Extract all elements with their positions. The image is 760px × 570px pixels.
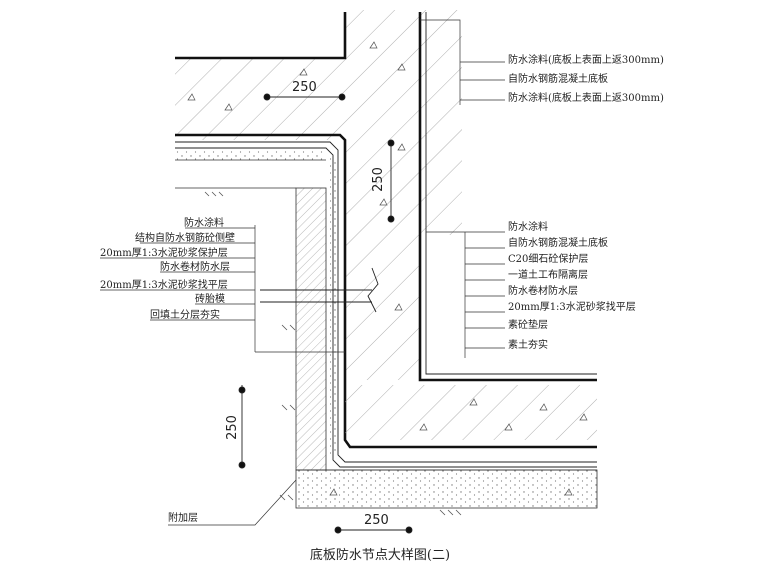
label-left-4: 防水卷材防水层 — [160, 262, 230, 273]
left-layer-strip — [175, 159, 326, 189]
drawing-title: 底板防水节点大样图(二) — [309, 548, 451, 563]
label-left-2: 结构自防水钢筋砼侧壁 — [135, 233, 235, 244]
aggregate-marks — [187, 41, 588, 496]
label-right-3: C20细石砼保护层 — [508, 254, 589, 265]
soil-symbols — [204, 191, 462, 516]
dimension-lines — [238, 93, 413, 534]
label-top-right-2: 自防水钢筋混凝土底板 — [508, 74, 608, 85]
mortar-strips — [175, 150, 336, 455]
dim-right-vertical: 250 — [370, 167, 386, 192]
label-top-right-1: 防水涂料(底板上表面上返300mm) — [508, 55, 664, 66]
label-left-6: 砖胎模 — [195, 294, 225, 305]
lower-base-slab — [295, 385, 598, 509]
leaders-left — [100, 225, 345, 526]
leaders-top-right — [420, 19, 505, 105]
label-left-5: 20mm厚1:3水泥砂浆找平层 — [100, 280, 228, 291]
dim-left-vertical: 250 — [224, 415, 240, 440]
brick-mould-wall — [295, 187, 327, 471]
label-top-right-3: 防水涂料(底板上表面上返300mm) — [508, 93, 664, 104]
label-right-8: 素土夯实 — [508, 340, 548, 351]
label-bottom-left: 附加层 — [168, 513, 198, 524]
label-right-4: 一道土工布隔离层 — [508, 270, 588, 281]
leaders-right — [426, 231, 505, 358]
label-left-7: 回填土分层夯实 — [150, 310, 220, 321]
upper-concrete-slab — [175, 10, 462, 380]
dim-bottom-horizontal: 250 — [364, 513, 389, 528]
label-right-6: 20mm厚1:3水泥砂浆找平层 — [508, 302, 636, 313]
label-right-5: 防水卷材防水层 — [508, 286, 578, 297]
break-line — [260, 267, 379, 313]
dim-top-horizontal: 250 — [292, 80, 317, 95]
label-right-2: 自防水钢筋混凝土底板 — [508, 238, 608, 249]
label-left-1: 防水涂料 — [184, 218, 224, 229]
label-right-7: 素砼垫层 — [508, 320, 548, 331]
label-right-1: 防水涂料 — [508, 222, 548, 233]
label-left-3: 20mm厚1:3水泥砂浆保护层 — [100, 248, 228, 259]
